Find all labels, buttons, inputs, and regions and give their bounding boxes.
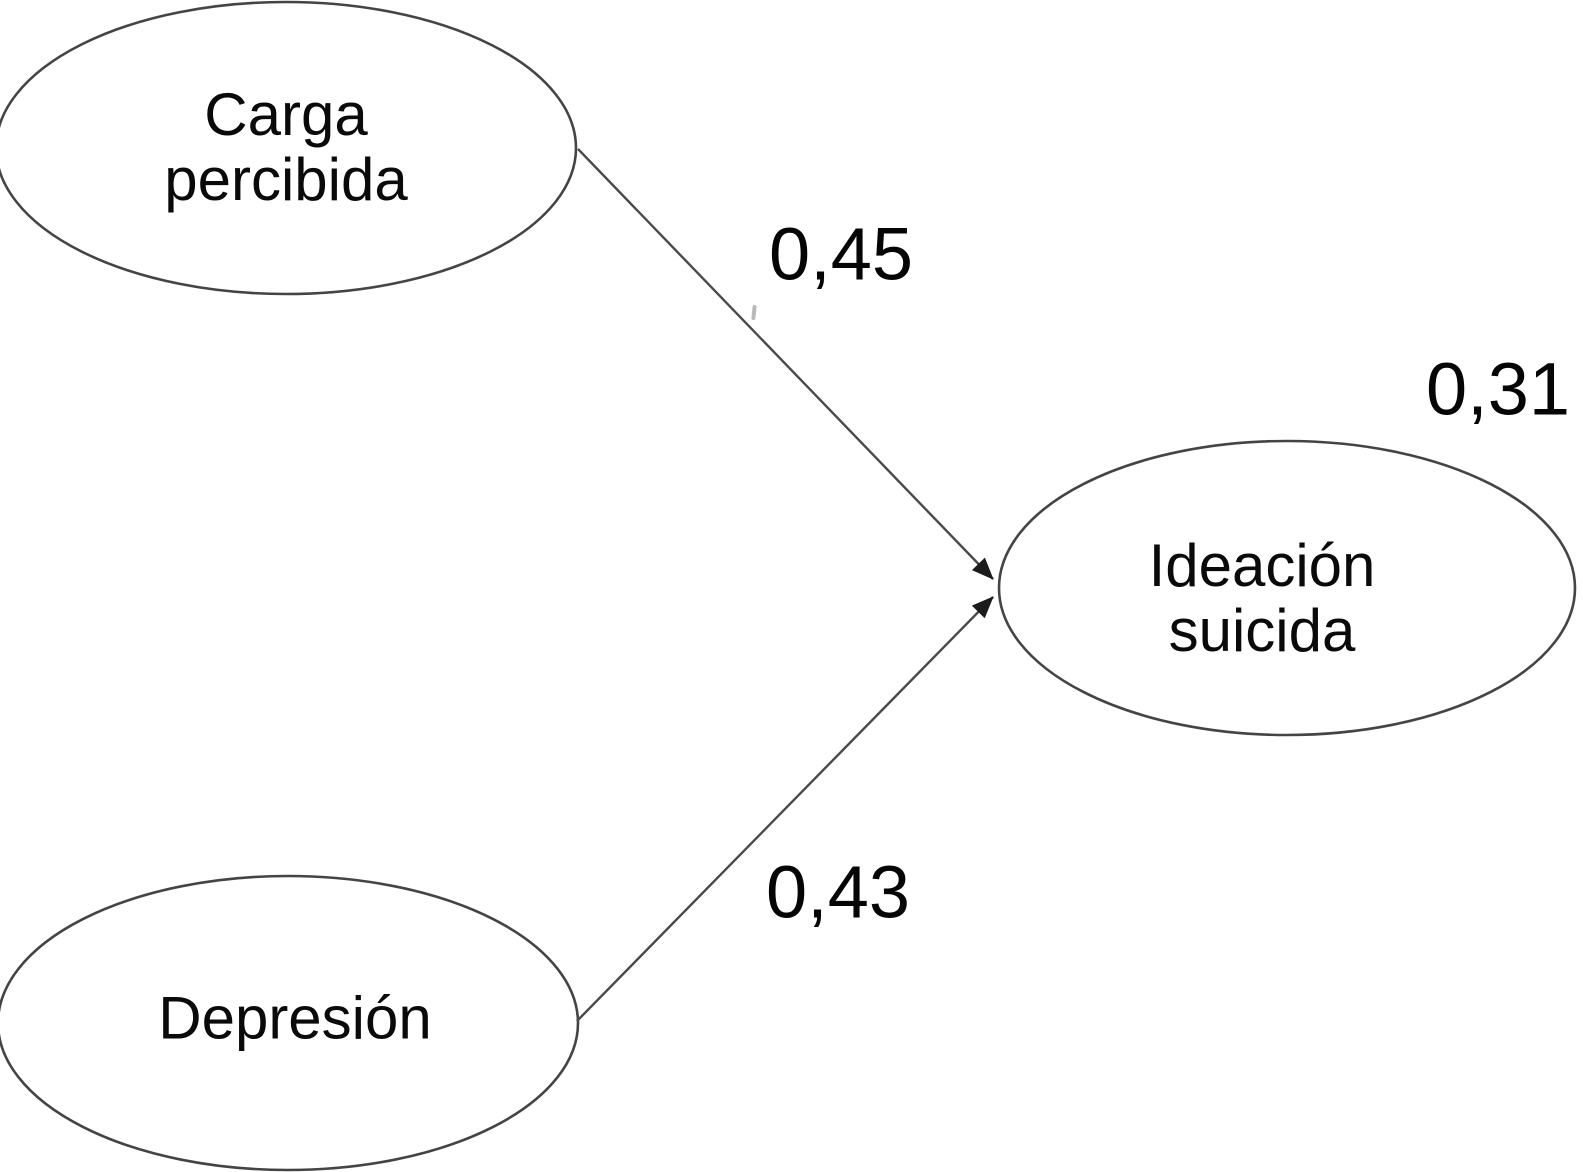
edge-coefficient-carga-ideacion: 0,45 [768, 212, 914, 296]
node-label-line: Carga [204, 81, 368, 149]
edge-arrow-depresion-to-ideacion [576, 596, 994, 1022]
edge-arrow-carga-to-ideacion [577, 148, 994, 580]
node-label-depresion: Depresión [158, 984, 432, 1052]
node-shape-depresion [0, 874, 580, 1172]
node-label-ideacion-suicida: Ideación suicida [1148, 532, 1376, 664]
node-label-carga-percibida: Carga percibida [164, 81, 408, 213]
edge-coefficient-depresion-ideacion: 0,43 [765, 850, 911, 934]
node-shape-ideacion-suicida [997, 439, 1577, 737]
node-label-line: Depresión [158, 984, 432, 1052]
node-shape-carga-percibida [0, 0, 578, 296]
variance-explained-label: 0,31 [1425, 347, 1571, 431]
node-label-line: Ideación [1148, 532, 1376, 600]
node-label-line: suicida [1168, 597, 1356, 664]
node-label-line: percibida [164, 146, 408, 213]
